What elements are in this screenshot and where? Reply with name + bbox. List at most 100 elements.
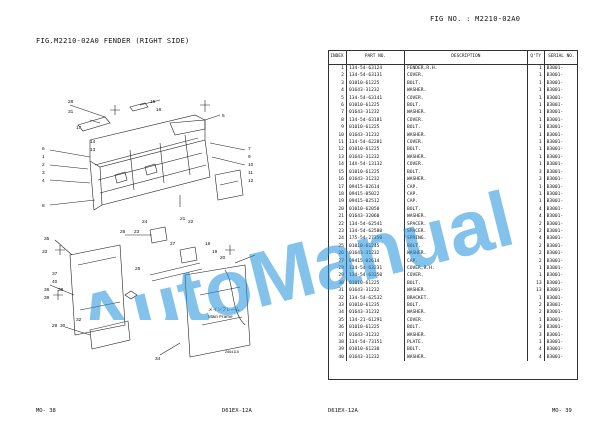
row-index: 9 xyxy=(341,125,344,131)
row-serial-no: B3001- xyxy=(543,339,578,347)
row-part-no: 01643-31232 xyxy=(345,250,405,258)
row-description: COVER. xyxy=(403,72,528,80)
row-description: WASHER. xyxy=(403,109,528,117)
row-description: FENDER,R.H. xyxy=(403,64,528,73)
row-qty: 13 xyxy=(526,287,545,295)
row-part-no: 175-54-27350 xyxy=(345,235,405,243)
callout-4: 4 xyxy=(42,178,45,184)
callout-39: 39 xyxy=(44,295,50,301)
row-qty: 2 xyxy=(526,309,545,317)
header-description: DESCRIPTION xyxy=(403,50,528,65)
row-index: 27 xyxy=(338,258,344,264)
callout-24: 24 xyxy=(142,219,148,225)
header-part-no: PART NO. xyxy=(345,50,405,65)
row-part-no: 01010-61225 xyxy=(345,168,405,177)
right-footer-page-no: MO- 39 xyxy=(552,408,572,414)
row-description: BOLT. xyxy=(403,324,528,332)
row-qty: 3 xyxy=(526,176,545,184)
row-part-no: 01643-31232 xyxy=(345,331,405,340)
row-serial-no: B3001- xyxy=(543,324,578,332)
figure-number: FIG NO. : M2210-02A0 xyxy=(430,15,521,23)
row-description: SPACER. xyxy=(403,227,528,236)
row-description: WASHER. xyxy=(403,250,528,258)
row-part-no: 134-54-62281 xyxy=(345,139,405,147)
row-qty: 1 xyxy=(526,131,545,140)
row-serial-no: B3001- xyxy=(543,131,578,140)
row-qty: 3 xyxy=(526,331,545,340)
row-qty: 1 xyxy=(526,72,545,80)
callout-37: 37 xyxy=(52,271,58,277)
row-serial-no: B3001- xyxy=(543,102,578,110)
row-serial-no: B3001- xyxy=(543,190,578,199)
row-index: 13 xyxy=(338,154,344,160)
row-part-no: 01643-31232 xyxy=(345,309,405,317)
row-serial-no: B3001- xyxy=(543,79,578,88)
row-serial-no: B3001- xyxy=(543,302,578,310)
row-description: COVER. xyxy=(403,94,528,103)
callout-14: 14 xyxy=(90,139,96,145)
row-index: 1 xyxy=(341,66,344,71)
row-qty: 4 xyxy=(526,346,545,354)
row-description: BOLT. xyxy=(403,146,528,154)
row-qty: 1 xyxy=(526,339,545,347)
row-serial-no: B3001- xyxy=(543,205,578,214)
row-serial-no: B3001- xyxy=(543,346,578,354)
row-serial-no: B3001- xyxy=(543,139,578,147)
row-index: 23 xyxy=(338,228,344,234)
row-index: 2 xyxy=(341,73,344,79)
row-description: WASHER. xyxy=(403,131,528,140)
row-serial-no: B3001- xyxy=(543,287,578,295)
row-part-no: 01643-32060 xyxy=(345,213,405,221)
row-index: 34 xyxy=(338,310,344,316)
row-qty: 2 xyxy=(526,227,545,236)
row-serial-no: B3001- xyxy=(543,227,578,236)
row-index: 12 xyxy=(338,147,344,153)
row-serial-no: B3001- xyxy=(543,213,578,221)
callout-13: 13 xyxy=(90,147,96,153)
row-description: WASHER. xyxy=(403,331,528,340)
row-part-no: 134-54-73151 xyxy=(345,339,405,347)
row-index: 31 xyxy=(338,288,344,294)
row-index: 22 xyxy=(338,221,344,227)
row-serial-no: B3001- xyxy=(543,94,578,103)
row-description: WASHER. xyxy=(403,309,528,317)
row-description: SPRING. xyxy=(403,235,528,243)
row-serial-no: B3001- xyxy=(543,250,578,258)
callout-1: 1 xyxy=(42,154,45,160)
row-description: CAP. xyxy=(403,257,528,265)
row-qty: 2 xyxy=(526,250,545,258)
row-description: BOLT. xyxy=(403,346,528,354)
row-serial-no: B3001- xyxy=(543,64,578,73)
row-qty: 1 xyxy=(526,94,545,103)
row-index: 39 xyxy=(338,347,344,353)
row-description: WASHER. xyxy=(403,287,528,295)
row-serial-no: B3001- xyxy=(543,146,578,154)
row-index: 26 xyxy=(338,251,344,257)
callout-21: 21 xyxy=(180,216,186,222)
row-serial-no: B3001- xyxy=(543,109,578,117)
row-qty: 1 xyxy=(526,264,545,273)
row-qty: 3 xyxy=(526,168,545,177)
callout-25: 25 xyxy=(135,266,141,272)
row-serial-no: B3001- xyxy=(543,235,578,243)
row-description: COVER. xyxy=(403,161,528,169)
row-index: 35 xyxy=(338,317,344,323)
row-description: BOLT. xyxy=(403,102,528,110)
row-part-no: 134-54-62541 xyxy=(345,220,405,228)
row-part-no: 14X-54-13132 xyxy=(345,161,405,169)
row-part-no: 134-54-63131 xyxy=(345,72,405,80)
